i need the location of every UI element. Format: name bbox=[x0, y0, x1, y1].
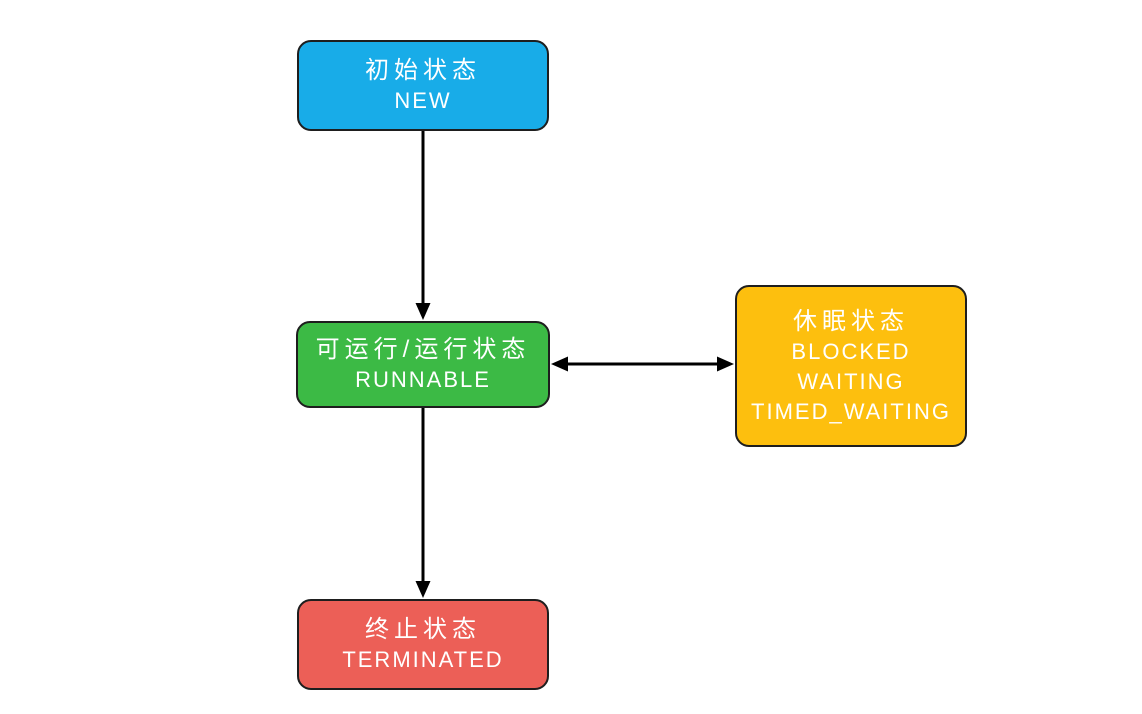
node-runnable-state: 可运行/运行状态 RUNNABLE bbox=[296, 321, 550, 408]
node-sleep-state: 休眠状态 BLOCKED WAITING TIMED_WAITING bbox=[735, 285, 967, 447]
node-new-label-en: NEW bbox=[394, 88, 452, 113]
arrow-new-to-runnable bbox=[415, 131, 431, 320]
node-sleep-label-timed-waiting: TIMED_WAITING bbox=[751, 398, 951, 424]
node-sleep-label-blocked: BLOCKED bbox=[791, 338, 911, 364]
node-terminated-state: 终止状态 TERMINATED bbox=[297, 599, 549, 690]
node-sleep-label-zh: 休眠状态 bbox=[793, 307, 909, 335]
node-terminated-label-zh: 终止状态 bbox=[365, 616, 481, 643]
node-new-state: 初始状态 NEW bbox=[297, 40, 549, 131]
node-sleep-label-waiting: WAITING bbox=[797, 368, 905, 394]
node-runnable-label-zh: 可运行/运行状态 bbox=[315, 336, 531, 363]
arrow-runnable-to-terminated bbox=[415, 408, 431, 598]
node-new-label-zh: 初始状态 bbox=[365, 57, 481, 84]
node-terminated-label-en: TERMINATED bbox=[342, 647, 504, 672]
arrow-runnable-sleep-bidirectional bbox=[551, 356, 734, 372]
node-runnable-label-en: RUNNABLE bbox=[355, 367, 491, 392]
